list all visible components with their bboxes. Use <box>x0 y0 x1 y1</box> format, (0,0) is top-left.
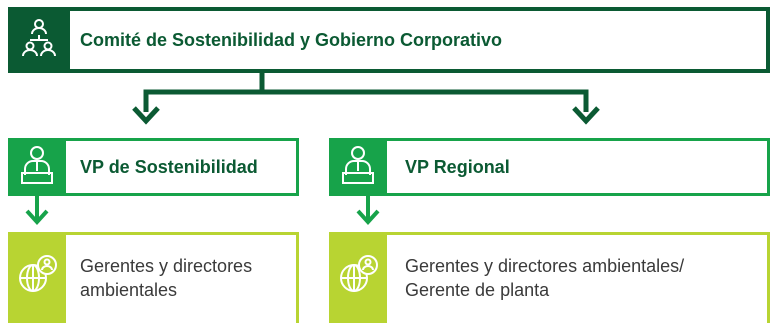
top-connector <box>143 73 589 112</box>
org-hierarchy-icon <box>21 18 57 63</box>
committee-box <box>8 7 770 73</box>
committee-label: Comité de Sostenibilidad y Gobierno Corp… <box>80 29 503 50</box>
gerentes-left-label: Gerentes y directores ambientales <box>80 255 253 300</box>
committee-icon-cell <box>8 7 70 73</box>
gerentes-right-label: Gerentes y directores ambientales/ Geren… <box>405 255 685 300</box>
vp-regional-icon-cell <box>329 138 387 196</box>
globe-person-icon <box>337 254 379 301</box>
gerentes-left-icon-cell <box>8 232 66 323</box>
arrowhead-right-vp <box>572 106 600 125</box>
arrowhead-left-vp <box>132 106 160 125</box>
gerentes-right-icon-cell <box>329 232 387 323</box>
vp-sostenibilidad-label: VP de Sostenibilidad <box>80 156 258 177</box>
arrowhead-right-mgr <box>356 209 380 225</box>
vp-regional-box <box>329 138 770 196</box>
gerentes-right-box <box>329 232 770 323</box>
vp-regional-label: VP Regional <box>405 156 510 177</box>
globe-person-icon <box>16 254 58 301</box>
presenter-person-icon <box>21 145 53 190</box>
presenter-person-icon <box>342 145 374 190</box>
vp-sostenibilidad-icon-cell <box>8 138 66 196</box>
arrowhead-left-mgr <box>25 209 49 225</box>
